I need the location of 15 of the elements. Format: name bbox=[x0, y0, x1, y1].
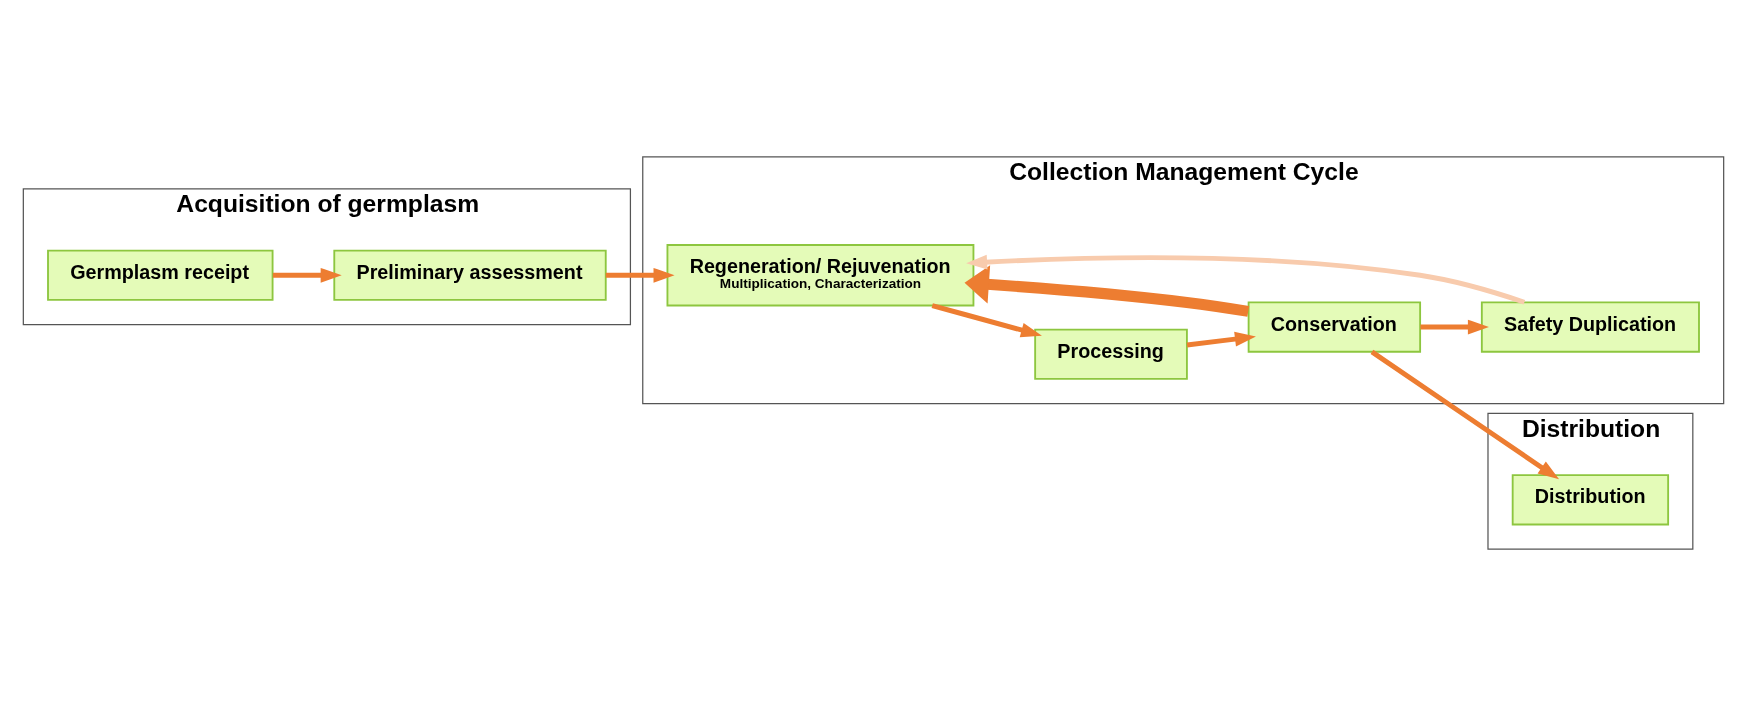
node-box: Distribution bbox=[1511, 474, 1670, 526]
node-box: Safety Duplication bbox=[1480, 301, 1700, 353]
node-box: Preliminary assessment bbox=[333, 249, 607, 301]
arrow bbox=[272, 267, 342, 283]
arrow bbox=[1370, 349, 1560, 480]
arrow bbox=[1420, 319, 1489, 335]
node-box: Regeneration/ Rejuvenation Multiplication, Characterization bbox=[666, 244, 975, 307]
arrow bbox=[966, 254, 1526, 305]
arrow bbox=[605, 267, 675, 283]
arrow bbox=[931, 303, 1042, 338]
node-box: Processing bbox=[1034, 328, 1188, 380]
node-box: Conservation bbox=[1247, 301, 1422, 353]
arrow bbox=[1186, 331, 1256, 348]
node-box: Germplasm receipt bbox=[47, 249, 274, 301]
arrow bbox=[964, 265, 1250, 317]
